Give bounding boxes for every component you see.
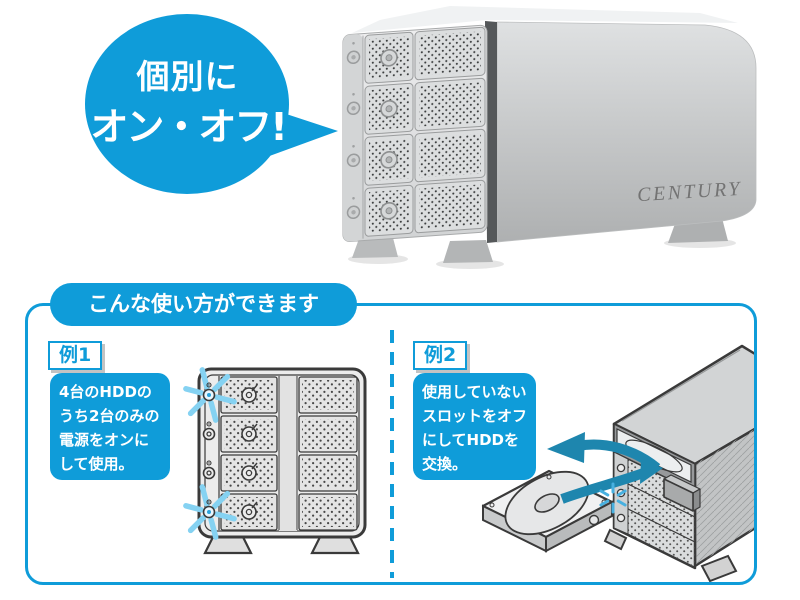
usage-panel: 例1 4台のHDDの うち2台のみの 電源をオンに して使用。 xyxy=(25,303,757,585)
enclosure-foot xyxy=(203,535,253,555)
tray-latch xyxy=(663,474,701,512)
example-1-illustration xyxy=(183,367,367,555)
front-side-seam xyxy=(485,21,497,243)
tray-lock-knobs xyxy=(380,48,398,220)
bubble-line-2: オン・オフ! xyxy=(90,105,287,149)
example-2-label: 例2 xyxy=(413,341,468,370)
product-photo: CENTURY xyxy=(342,6,757,269)
power-on-sparkle-icon xyxy=(183,367,237,423)
speech-bubble-body xyxy=(85,14,289,194)
example-2-illustration xyxy=(481,344,754,582)
example-2-description: 使用していない スロットをオフ にしてHDDを 交換。 xyxy=(413,373,536,480)
device-foot xyxy=(443,240,493,263)
hdd-drive xyxy=(481,469,614,553)
power-off-sparkle-icon xyxy=(599,482,627,514)
tray-lock-knobs xyxy=(241,384,258,520)
device-front-face xyxy=(342,24,488,243)
hdd-spindle xyxy=(534,493,560,513)
speech-bubble xyxy=(85,14,338,194)
device-side-face xyxy=(496,21,757,243)
swap-out-arrow-icon xyxy=(547,432,661,472)
dashed-divider xyxy=(390,330,394,578)
enclosure-foot xyxy=(603,528,628,551)
power-switches xyxy=(346,41,361,220)
power-switch-column xyxy=(343,34,363,242)
tray-fronts xyxy=(220,376,358,531)
enclosure-foot xyxy=(700,554,738,582)
example-1-label: 例1 xyxy=(48,341,103,370)
hdd-actuator-pivot xyxy=(588,514,600,526)
enclosure-foot xyxy=(310,535,360,555)
power-on-sparkle-icon xyxy=(183,484,237,540)
power-switches xyxy=(202,382,216,519)
example-1-description: 4台のHDDの うち2台のみの 電源をオンに して使用。 xyxy=(50,373,170,480)
device-top-face xyxy=(352,6,738,33)
panel-title: こんな使い方ができます xyxy=(50,283,357,326)
bubble-line-1: 個別に xyxy=(136,57,239,96)
